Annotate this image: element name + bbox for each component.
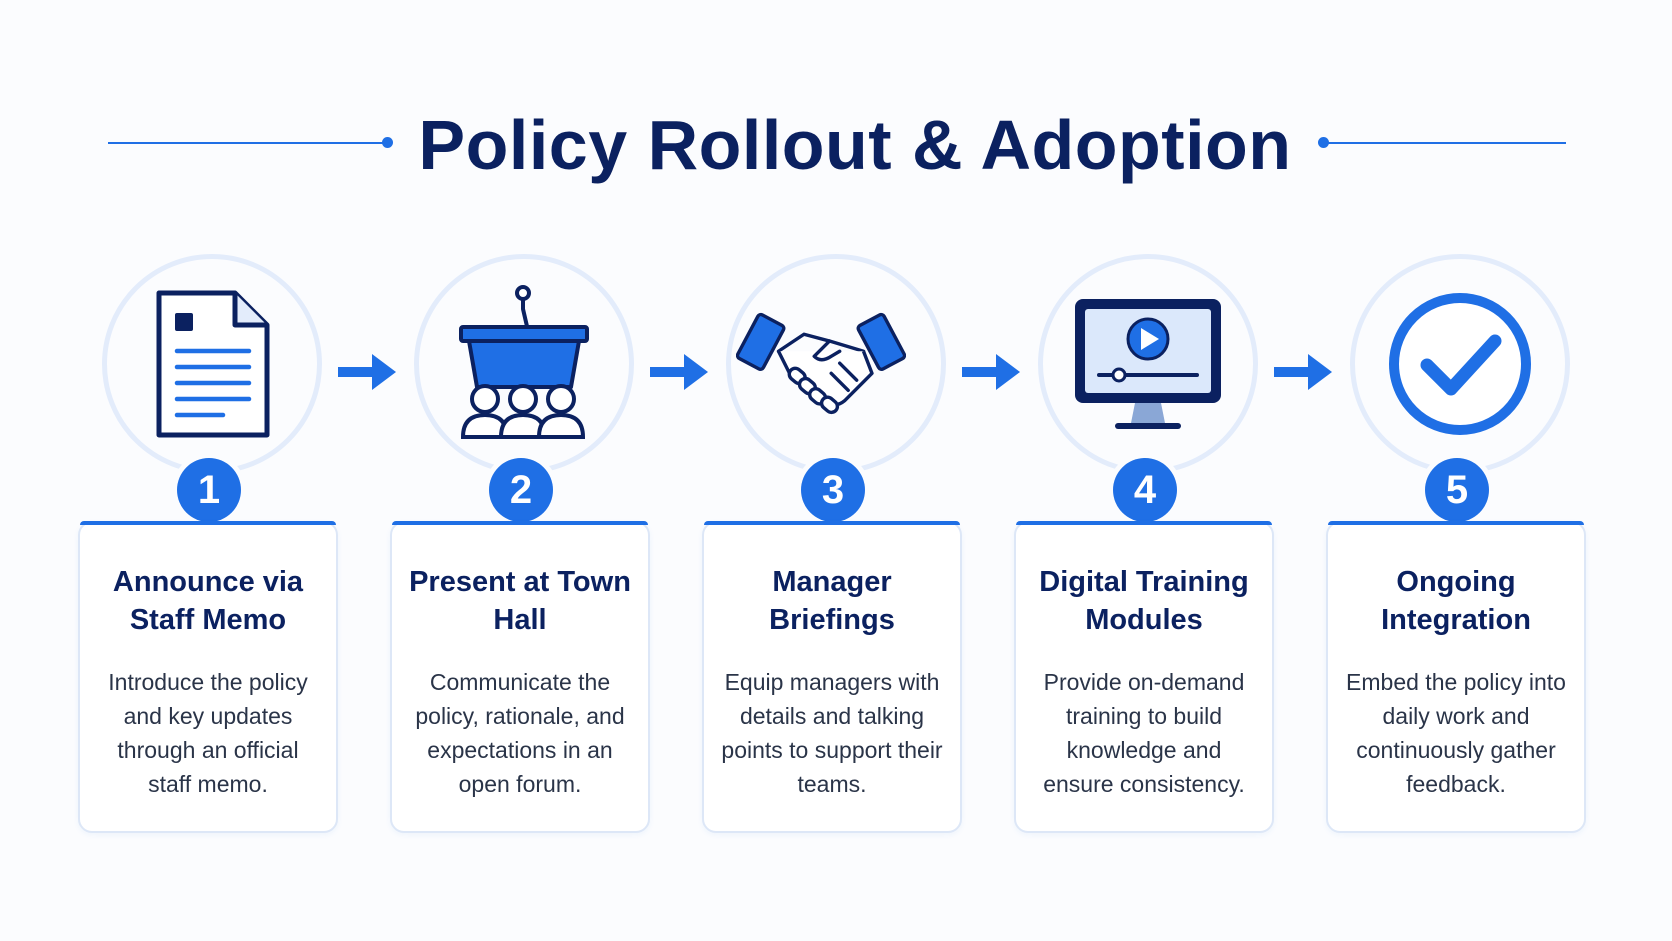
step-2-description: Communicate the policy, rationale, and e… (415, 669, 625, 797)
step-4-title: Digital Training Modules (1039, 566, 1249, 636)
step-5-badge: 5 (1425, 458, 1489, 522)
step-1-description: Introduce the policy and key updates thr… (108, 669, 308, 797)
step-1-title: Announce via Staff Memo (112, 566, 304, 636)
arrow-right-icon (962, 354, 1020, 390)
page-title: Policy Rollout & Adoption (418, 106, 1292, 184)
card-accent-line (80, 521, 336, 525)
step-4-badge: 4 (1113, 458, 1177, 522)
step-3-badge: 3 (801, 458, 865, 522)
step-5-title: Ongoing Integration (1381, 566, 1531, 636)
arrow-right-icon (338, 354, 396, 390)
step-3-card: Manager Briefings Equip managers with de… (702, 521, 962, 833)
step-2-card: Present at Town Hall Communicate the pol… (390, 521, 650, 833)
card-accent-line (1328, 521, 1584, 525)
town-hall-podium-icon (459, 285, 589, 439)
step-4-card: Digital Training Modules Provide on-dema… (1014, 521, 1274, 833)
title-rule-right (1326, 142, 1566, 144)
title-row: Policy Rollout & Adoption (0, 95, 1672, 195)
step-2-badge: 2 (489, 458, 553, 522)
step-3-title: Manager Briefings (769, 566, 895, 636)
title-rule-dot-left (382, 137, 393, 148)
step-4-description: Provide on-demand training to build know… (1043, 669, 1245, 797)
card-accent-line (392, 521, 648, 525)
step-5-description: Embed the policy into daily work and con… (1346, 669, 1566, 797)
title-rule-left (108, 142, 388, 144)
step-1-badge: 1 (177, 458, 241, 522)
step-1-card: Announce via Staff Memo Introduce the po… (78, 521, 338, 833)
title-rule-dot-right (1318, 137, 1329, 148)
step-2-title: Present at Town Hall (409, 566, 631, 636)
card-accent-line (1016, 521, 1272, 525)
arrow-right-icon (650, 354, 708, 390)
step-5-card: Ongoing Integration Embed the policy int… (1326, 521, 1586, 833)
arrow-right-icon (1274, 354, 1332, 390)
check-circle-icon (1389, 293, 1531, 435)
card-accent-line (704, 521, 960, 525)
step-3-description: Equip managers with details and talking … (721, 669, 943, 797)
memo-document-icon (156, 290, 270, 438)
video-monitor-icon (1075, 299, 1221, 429)
handshake-icon (736, 312, 906, 415)
